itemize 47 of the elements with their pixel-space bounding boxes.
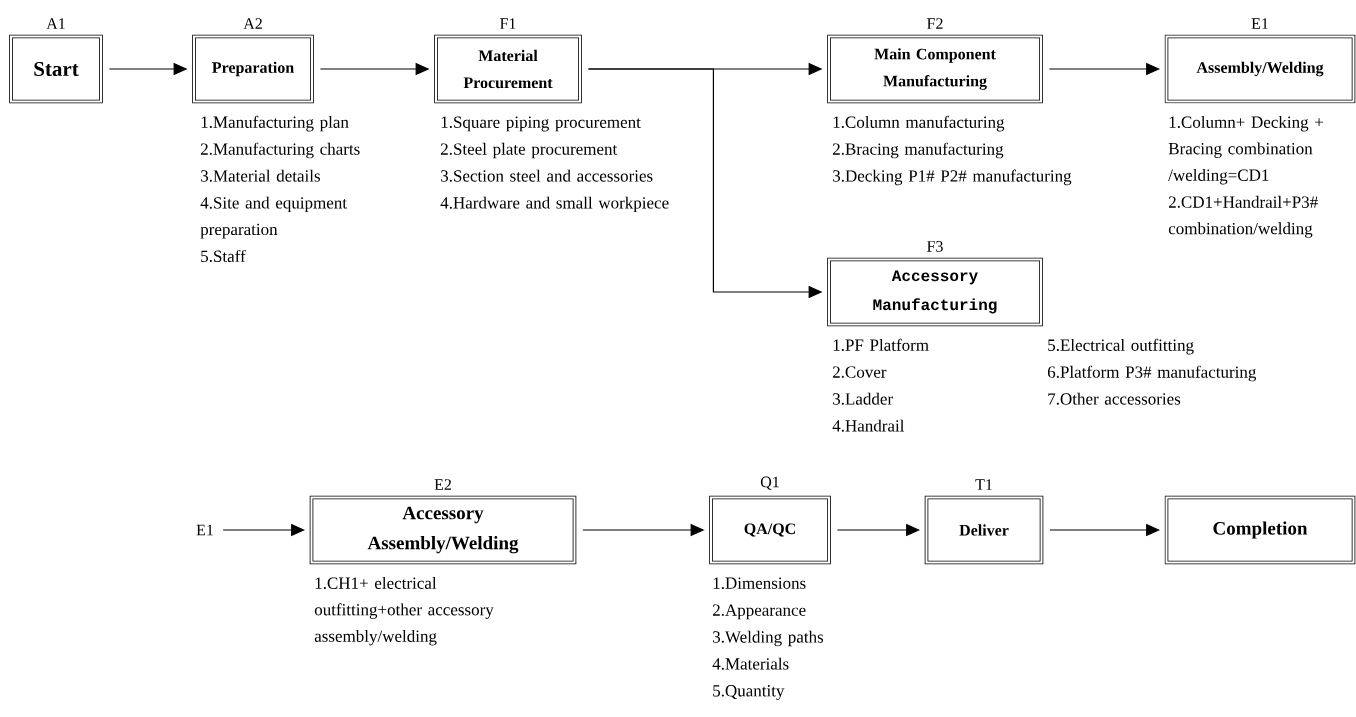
step-code: E2 (434, 479, 451, 490)
process-box: Accessory Manufacturing (827, 257, 1043, 327)
step-code: A2 (243, 18, 262, 29)
list-item: 7.Other accessories (1048, 392, 1181, 405)
list-item: 3.Decking P1# P2# manufacturing (833, 169, 1072, 186)
process-box: Deliver (924, 495, 1044, 565)
list-item: 1.PF Platform (833, 338, 929, 351)
list-item: 2.Bracing manufacturing (832, 142, 1004, 159)
list-item: 5.Electrical outfitting (1048, 338, 1194, 355)
list-item: 4.Handrail (832, 419, 905, 432)
node-label: E1 (196, 524, 213, 536)
list-item: 1.Manufacturing plan (201, 115, 349, 132)
list-item: 4.Site and equipment preparation (200, 196, 347, 239)
process-box: Main Component Manufacturing (827, 34, 1043, 104)
process-box: QA/QC (709, 495, 831, 565)
list-item: 6.Platform P3# manufacturing (1047, 365, 1257, 382)
list-item: 1.CH1+ electrical outfitting+other accessory assembly/welding (314, 576, 494, 646)
list-item: 5.Quantity (713, 685, 785, 700)
step-code: F2 (927, 18, 943, 29)
process-box: Start (9, 34, 103, 104)
step-code: F3 (927, 241, 943, 252)
list-item: 3.Ladder (833, 392, 893, 405)
list-item: 3.Material details (201, 169, 320, 182)
list-item: 2.Cover (832, 366, 887, 378)
step-code: T1 (975, 479, 992, 490)
list-item: 4.Materials (712, 657, 789, 670)
process-box: Assembly/Welding (1164, 34, 1356, 104)
list-item: 1.Column+ Decking + Bracing combination /welding=CD1 (1168, 115, 1323, 185)
list-item: 2.Appearance (712, 604, 806, 620)
list-item: 4.Hardware and small workpiece (440, 196, 669, 213)
process-box: Material Procurement (434, 34, 582, 104)
list-item: 5.Staff (201, 249, 246, 263)
list-item: 2.Steel plate procurement (440, 142, 618, 159)
list-item: 1.Dimensions (713, 577, 806, 589)
list-item: 1.Square piping procurement (441, 116, 641, 132)
list-item: 2.Manufacturing charts (200, 142, 360, 159)
step-code: F1 (500, 18, 516, 29)
step-code: A1 (46, 18, 65, 29)
process-box: Accessory Assembly/Welding (309, 495, 577, 565)
list-item: 2.CD1+Handrail+P3# combination/welding (1168, 195, 1318, 238)
step-code: Q1 (760, 476, 779, 490)
list-item: 1.Column manufacturing (833, 115, 1005, 132)
list-item: 3.Welding paths (713, 630, 824, 647)
step-code: E1 (1251, 18, 1268, 29)
list-item: 3.Section steel and accessories (441, 169, 653, 182)
process-box: Preparation (192, 34, 314, 104)
process-box: Completion (1164, 495, 1356, 565)
